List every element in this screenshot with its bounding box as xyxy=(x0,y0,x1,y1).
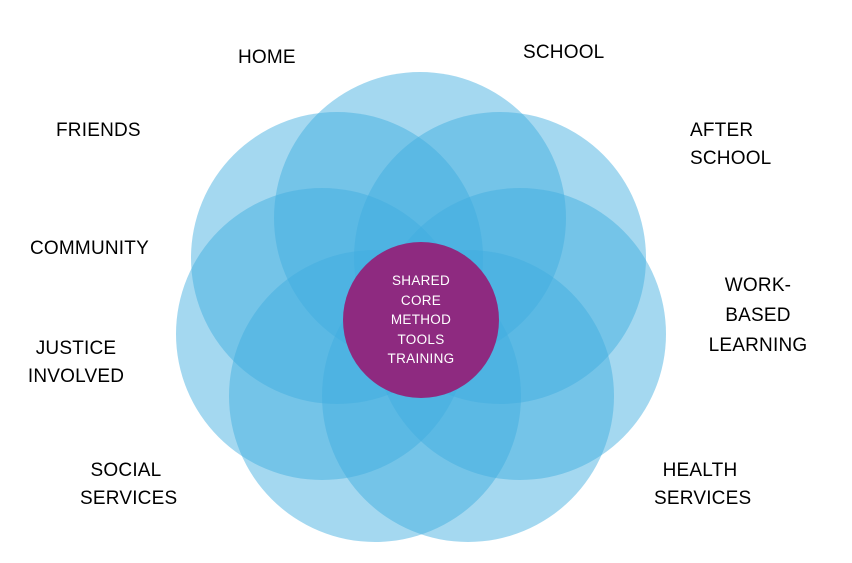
core-line-shared: SHARED xyxy=(391,273,451,289)
label-social-services: SOCIAL SERVICES xyxy=(80,460,178,509)
core-line-core: CORE xyxy=(400,292,442,308)
label-school: SCHOOL xyxy=(523,42,605,63)
label-friends: FRIENDS xyxy=(56,120,141,141)
label-health-services: HEALTH SERVICES xyxy=(654,460,752,509)
core-line-method: METHOD xyxy=(390,312,452,328)
label-justice-involved: JUSTICE INVOLVED xyxy=(27,338,125,387)
core-line-tools: TOOLS xyxy=(397,331,445,347)
label-work-based-learning: WORK- BASED LEARNING xyxy=(708,275,808,356)
core-circle xyxy=(343,242,499,398)
core-line-training: TRAINING xyxy=(387,351,455,367)
label-community: COMMUNITY xyxy=(30,238,149,259)
core-label: SHARED CORE METHOD TOOLS TRAINING xyxy=(343,242,499,398)
label-home: HOME xyxy=(238,47,296,68)
label-after-school: AFTER SCHOOL xyxy=(690,120,772,169)
